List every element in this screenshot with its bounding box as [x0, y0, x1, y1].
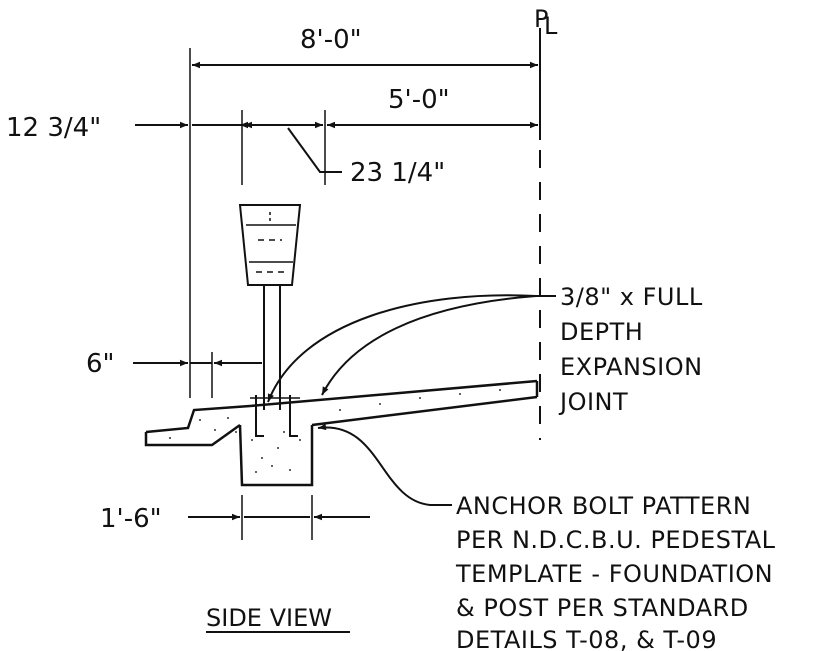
property-line: P L [534, 5, 558, 440]
note-expansion-line-4: JOINT [558, 388, 628, 416]
pedestal-post [263, 285, 281, 410]
view-title-label: SIDE VIEW [206, 604, 332, 632]
dim-overall-width: 8'-0" [192, 25, 538, 69]
dim-offset-label: 12 3/4" [6, 113, 101, 143]
note-anchor-line-3: TEMPLATE - FOUNDATION [455, 560, 773, 588]
dim-footing-width-label: 1'-6" [100, 504, 162, 534]
dim-overall-width-label: 8'-0" [300, 25, 362, 55]
concrete-stipple [169, 389, 501, 473]
dim-curb-offset-label: 6" [86, 349, 115, 379]
note-expansion-line-1: 3/8" x FULL [560, 283, 703, 311]
cluster-box-unit [238, 204, 302, 286]
view-title: SIDE VIEW [206, 604, 350, 633]
note-expansion-line-3: EXPANSION [560, 353, 703, 381]
curb-and-sidewalk [144, 379, 539, 487]
note-anchor-line-1: ANCHOR BOLT PATTERN [456, 492, 751, 520]
note-anchor-bolt: ANCHOR BOLT PATTERN PER N.D.C.B.U. PEDES… [317, 423, 776, 651]
dim-footing-width: 1'-6" [100, 504, 370, 534]
note-anchor-line-4: & POST PER STANDARD [456, 594, 749, 622]
dim-curb-offset: 6" [86, 349, 262, 379]
note-expansion-joint: 3/8" x FULL DEPTH EXPANSION JOINT [267, 283, 703, 416]
dim-box-width-label: 23 1/4" [350, 158, 445, 188]
note-anchor-line-2: PER N.D.C.B.U. PEDESTAL [456, 526, 776, 554]
property-line-p: P [534, 5, 548, 33]
note-anchor-line-5: DETAILS T-08, & T-09 [456, 626, 717, 651]
dim-row-top: 12 3/4" 5'-0" 23 1/4" [6, 85, 538, 188]
extension-lines [189, 48, 326, 540]
note-expansion-line-2: DEPTH [560, 318, 643, 346]
property-line-l: L [544, 12, 558, 40]
dim-post-to-pl-label: 5'-0" [388, 85, 450, 115]
